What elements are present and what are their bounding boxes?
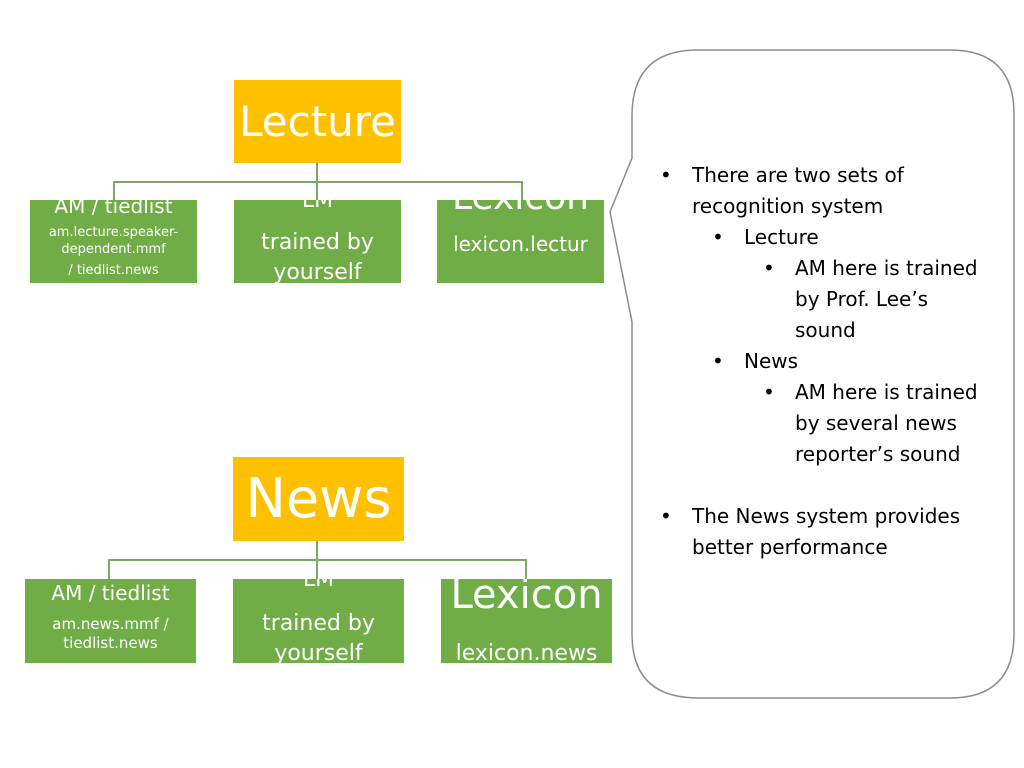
- news-lm-node: LM trained by yourself: [233, 579, 404, 663]
- lecture-root-label: Lecture: [239, 97, 396, 146]
- bullet-text: There are two sets of recognition system: [692, 163, 904, 218]
- bullet-item: • News: [655, 346, 1000, 377]
- connector-line: [316, 181, 318, 200]
- connector-line: [108, 559, 110, 579]
- connector-line: [316, 541, 318, 561]
- bullet-item: • AM here is trained by Prof. Lee’s soun…: [655, 253, 990, 346]
- am-detail: am.news.mmf /: [52, 615, 169, 633]
- am-detail-overflow: / tiedlist.news: [68, 263, 159, 278]
- lexicon-detail: lexicon.news: [455, 641, 598, 663]
- news-lexicon-node: Lexicon lexicon.news: [441, 579, 612, 663]
- news-root-label: News: [245, 467, 392, 530]
- lm-detail-overflow: yourself: [274, 641, 363, 663]
- am-title: AM / tiedlist: [51, 581, 170, 605]
- connector-line: [521, 181, 523, 200]
- bullet-item: • There are two sets of recognition syst…: [655, 160, 1000, 222]
- lecture-lm-node: LM trained by yourself: [234, 200, 401, 283]
- lexicon-title: Lexicon: [437, 200, 604, 216]
- lecture-am-node: AM / tiedlist am.lecture.speaker-depende…: [30, 200, 197, 283]
- bullet-item: • The News system provides better perfor…: [655, 501, 992, 563]
- am-detail-2: tiedlist.news: [63, 634, 158, 652]
- connector-line: [113, 181, 523, 183]
- bullet-text: Lecture: [744, 225, 819, 249]
- bullet-item: • Lecture: [655, 222, 1000, 253]
- connector-line: [113, 181, 115, 200]
- lm-detail: trained by: [262, 611, 375, 636]
- callout-outline: [609, 49, 1015, 699]
- lm-detail: trained by: [261, 230, 374, 255]
- am-detail: am.lecture.speaker-dependent.mmf: [48, 225, 179, 257]
- lm-title: LM: [301, 200, 334, 213]
- bullet-text: News: [744, 349, 799, 373]
- bullet-text: The News system provides better performa…: [692, 504, 961, 559]
- bullet-text: AM here is trained by Prof. Lee’s sound: [795, 256, 978, 342]
- bullet-dot: •: [660, 504, 672, 528]
- bullet-item: • AM here is trained by several news rep…: [655, 377, 995, 470]
- bullet-dot: •: [712, 349, 724, 373]
- connector-line: [525, 559, 527, 579]
- callout-bullet-list: • There are two sets of recognition syst…: [655, 160, 1000, 563]
- lecture-lexicon-node: Lexicon lexicon.lectur: [437, 200, 604, 283]
- bullet-dot: •: [763, 380, 775, 404]
- lecture-root-node: Lecture: [234, 80, 401, 163]
- connector-line: [316, 559, 318, 579]
- lm-title: LM: [302, 579, 335, 592]
- bullet-dot: •: [660, 163, 672, 187]
- news-root-node: News: [233, 457, 404, 541]
- bullet-dot: •: [763, 256, 775, 280]
- am-title: AM / tiedlist: [54, 200, 173, 218]
- bullet-dot: •: [712, 225, 724, 249]
- lexicon-title: Lexicon: [450, 579, 603, 618]
- connector-line: [316, 163, 318, 183]
- news-am-node: AM / tiedlist am.news.mmf / tiedlist.new…: [25, 579, 196, 663]
- lexicon-detail: lexicon.lectur: [453, 232, 588, 256]
- bullet-text: AM here is trained by several news repor…: [795, 380, 978, 466]
- lm-detail-overflow: yourself: [273, 260, 362, 283]
